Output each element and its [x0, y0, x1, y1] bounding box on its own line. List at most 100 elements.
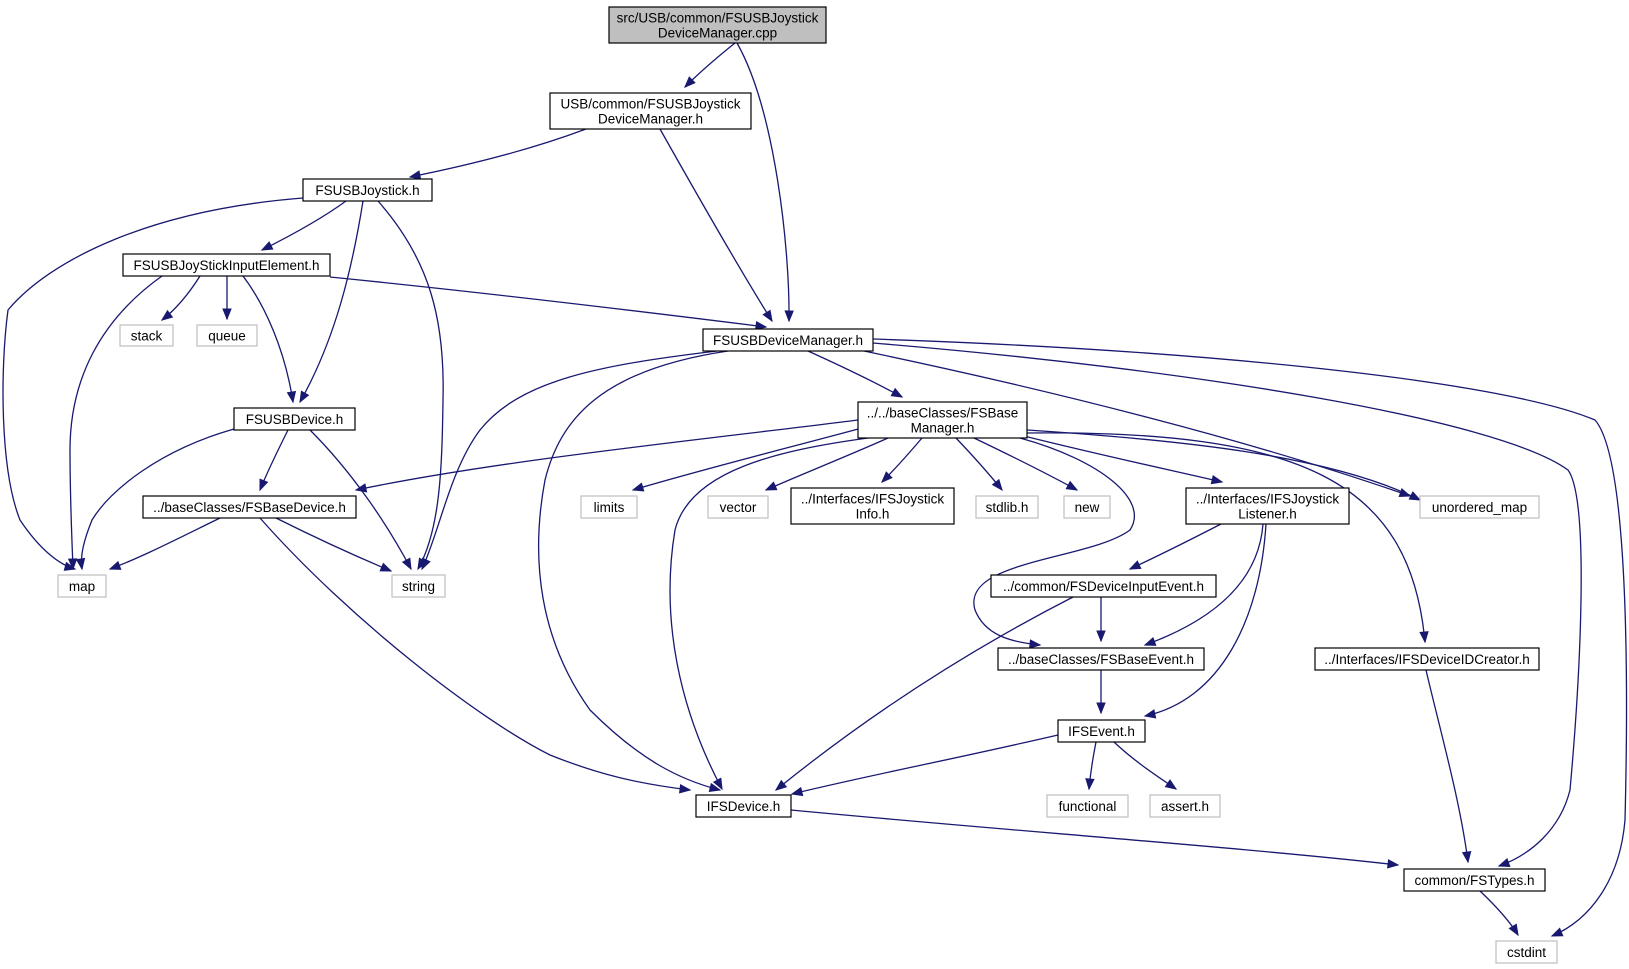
- node-stdlib: stdlib.h: [975, 495, 1039, 519]
- node-label: string: [402, 579, 435, 594]
- edge-line: [632, 427, 863, 491]
- edge-line: [355, 419, 859, 491]
- arrowhead-icon: [354, 483, 368, 493]
- edge-line: [2, 197, 304, 570]
- edge-bmgr-to-bdev: [354, 419, 859, 493]
- node-functional: functional: [1046, 794, 1129, 818]
- edge-jlis-to-bev: [1143, 523, 1264, 646]
- arrowhead-icon: [1096, 702, 1106, 715]
- node-udm[interactable]: FSUSBDeviceManager.h: [702, 328, 874, 352]
- node-box: [549, 92, 752, 130]
- node-label: limits: [594, 500, 625, 515]
- arrowhead-icon: [631, 482, 645, 492]
- edge-line: [775, 596, 1074, 791]
- edge-line: [329, 276, 767, 328]
- edges-layer: [2, 42, 1628, 937]
- arrowhead-icon: [1096, 630, 1106, 643]
- edge-line: [242, 275, 294, 403]
- arrowhead-icon: [1143, 709, 1157, 719]
- arrowhead-icon: [401, 557, 412, 571]
- edge-line: [538, 350, 729, 791]
- node-box: [119, 324, 174, 347]
- edge-udm-to-idev: [538, 350, 729, 793]
- edge-line: [261, 200, 347, 251]
- node-label: new: [1075, 500, 1100, 515]
- node-box: [857, 401, 1028, 439]
- node-types[interactable]: common/FSTypes.h: [1403, 868, 1546, 892]
- arrowhead-icon: [108, 560, 122, 570]
- edge-bdev-to-string: [275, 517, 393, 572]
- edge-jie-to-usbdev: [242, 275, 297, 404]
- arrowhead-icon: [774, 779, 788, 791]
- arrowhead-icon: [1408, 491, 1422, 501]
- edge-bdev-to-idev: [259, 517, 692, 794]
- edge-udm-to-string: [421, 350, 718, 571]
- node-box: [580, 495, 638, 519]
- node-label: assert.h: [1161, 799, 1209, 814]
- edge-ievent-to-idev: [790, 734, 1059, 797]
- node-ievent[interactable]: IFSEvent.h: [1057, 719, 1146, 743]
- node-box: [1063, 495, 1111, 519]
- arrowhead-icon: [379, 562, 393, 572]
- node-bdev[interactable]: ../baseClasses/FSBaseDevice.h: [142, 495, 357, 519]
- node-box: [702, 328, 874, 352]
- node-bev[interactable]: ../baseClasses/FSBaseEvent.h: [997, 647, 1205, 671]
- arrowhead-icon: [408, 170, 422, 180]
- arrowhead-icon: [1085, 778, 1095, 791]
- node-string: string: [391, 574, 446, 598]
- edge-line: [872, 338, 1628, 937]
- arrowhead-icon: [160, 309, 174, 321]
- edge-line: [790, 809, 1399, 866]
- edge-bmgr-to-limits: [631, 427, 863, 492]
- node-queue: queue: [196, 324, 258, 347]
- edge-line: [309, 429, 412, 570]
- node-jie[interactable]: FSUSBJoyStickInputElement.h: [122, 253, 331, 277]
- node-vector: vector: [707, 495, 769, 519]
- node-stack: stack: [119, 324, 174, 347]
- edge-usbdev-to-bdev: [259, 429, 289, 492]
- arrowhead-icon: [1029, 639, 1042, 649]
- node-label: ../Interfaces/IFSDeviceIDCreator.h: [1324, 652, 1530, 667]
- arrowhead-icon: [1128, 560, 1142, 570]
- node-die[interactable]: ../common/FSDeviceInputEvent.h: [990, 574, 1217, 598]
- node-box: [302, 178, 433, 202]
- node-label: FSUSBJoystick.h: [315, 183, 419, 198]
- edge-line: [791, 734, 1059, 795]
- edge-bmgr-to-umap: [1026, 429, 1422, 501]
- edge-bmgr-to-vector: [764, 437, 889, 491]
- arrowhead-icon: [1497, 858, 1511, 867]
- node-label: vector: [720, 500, 757, 515]
- edge-dmh-to-joy: [408, 128, 587, 180]
- edge-idev-to-types: [790, 809, 1400, 869]
- node-box: [608, 6, 827, 44]
- edge-bmgr-to-stdlib: [955, 437, 1003, 492]
- edge-line: [1023, 435, 1223, 483]
- edge-jlis-to-ievent: [1143, 523, 1267, 719]
- node-joy[interactable]: FSUSBJoystick.h: [302, 178, 433, 202]
- node-usbdev[interactable]: FSUSBDevice.h: [233, 407, 356, 431]
- edge-types-to-cstdint: [1479, 890, 1519, 937]
- arrowhead-icon: [75, 557, 86, 571]
- edge-root-to-dmh: [684, 42, 736, 88]
- edge-jie-to-queue: [222, 275, 232, 321]
- edge-jlis-to-die: [1128, 523, 1222, 570]
- edge-line: [409, 128, 587, 178]
- node-label: IFSDevice.h: [707, 799, 781, 814]
- node-label: src/USB/common/FSUSBJoystick: [617, 11, 819, 26]
- node-root[interactable]: src/USB/common/FSUSBJoystickDeviceManage…: [608, 6, 827, 44]
- edge-bev-to-ievent: [1096, 670, 1106, 715]
- node-idc[interactable]: ../Interfaces/IFSDeviceIDCreator.h: [1314, 647, 1540, 671]
- arrowhead-icon: [1387, 859, 1400, 869]
- node-label: ../Interfaces/IFSJoystick: [801, 492, 945, 507]
- arrowhead-icon: [259, 478, 269, 492]
- node-label: cstdint: [1507, 945, 1546, 960]
- node-box: [1419, 495, 1540, 519]
- arrowhead-icon: [260, 241, 274, 251]
- node-idev[interactable]: IFSDevice.h: [695, 794, 792, 818]
- arrowhead-icon: [679, 784, 692, 794]
